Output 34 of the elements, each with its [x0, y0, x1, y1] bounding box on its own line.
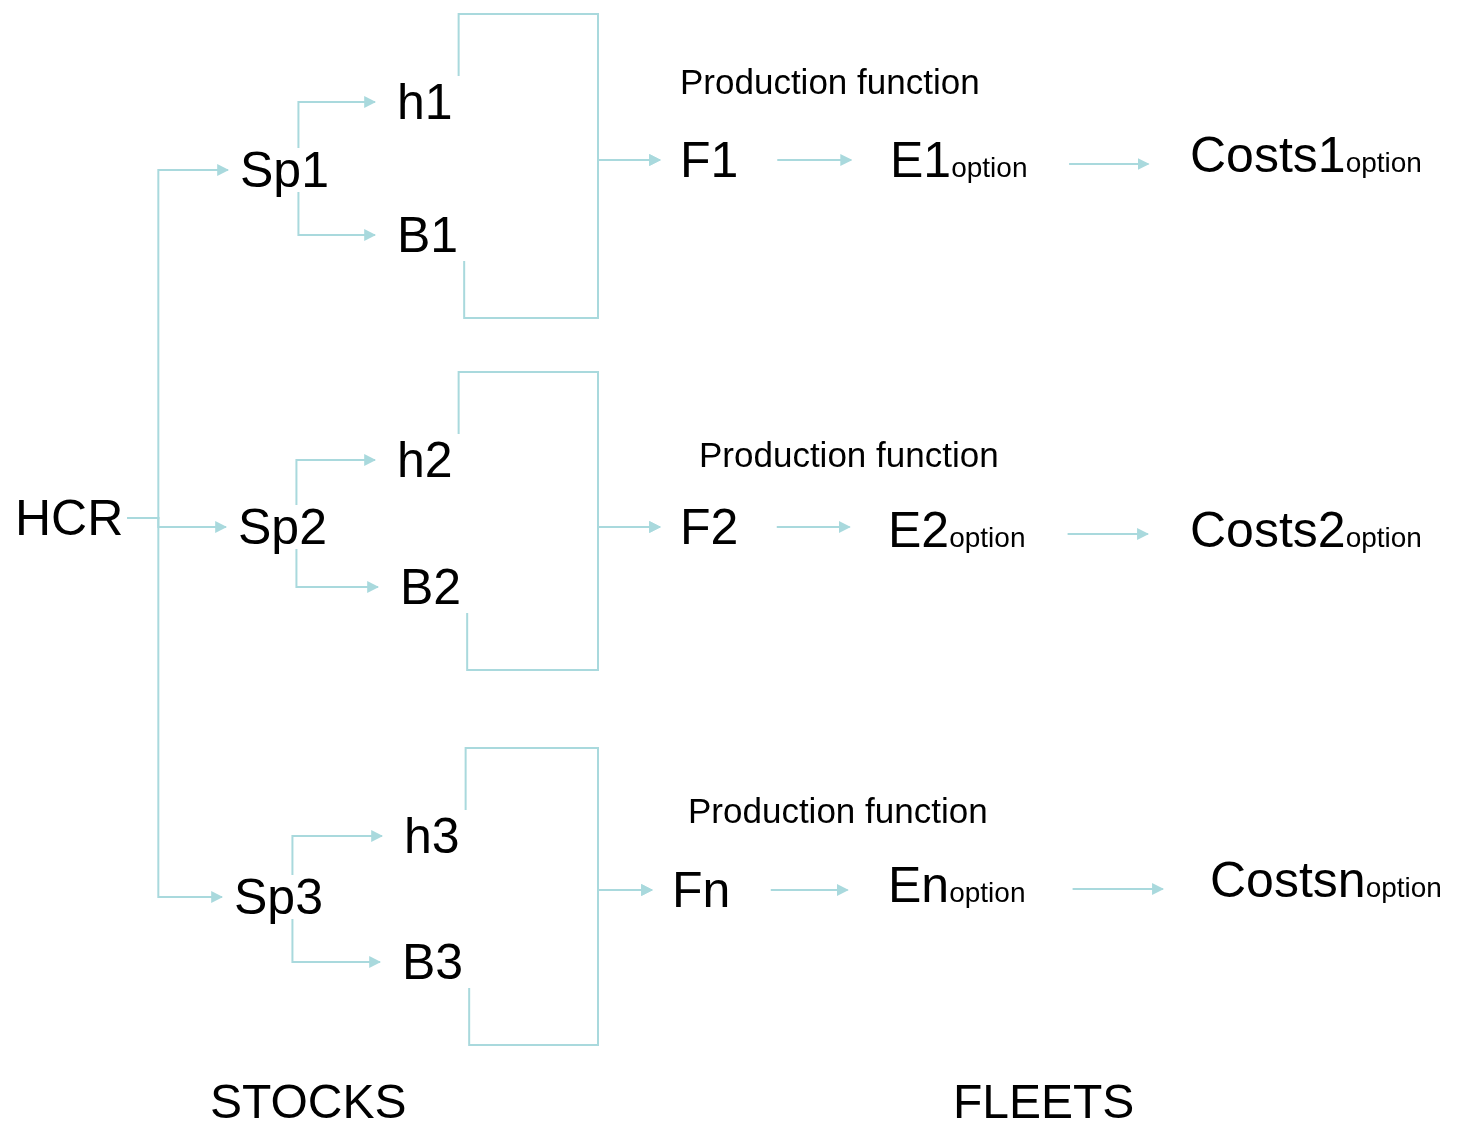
section-label: FLEETS [953, 1074, 1135, 1125]
node-label: h3 [402, 808, 462, 864]
node-label: Sp1 [238, 142, 331, 198]
arrow [776, 154, 853, 166]
arrow [297, 96, 377, 149]
arrow [468, 884, 654, 1046]
node-label: F2 [678, 499, 741, 555]
arrow [297, 191, 377, 241]
node-label: Sp3 [232, 869, 325, 925]
arrow [1068, 158, 1150, 170]
node-label: F1 [678, 132, 741, 188]
arrow [1071, 883, 1165, 895]
node-label: h2 [395, 432, 455, 488]
arrow [1066, 528, 1150, 540]
arrow [466, 521, 662, 671]
arrow [775, 521, 851, 533]
node-label: B3 [400, 934, 466, 990]
arrow [463, 154, 662, 319]
node-label: Sp2 [236, 499, 329, 555]
arrow [291, 830, 384, 876]
arrow [769, 884, 849, 896]
node-label: B1 [395, 207, 461, 263]
arrow [126, 517, 224, 903]
section-label: STOCKS [210, 1074, 407, 1125]
node-label: h1 [395, 74, 455, 130]
arrow [295, 454, 377, 506]
node-label: Fn [670, 862, 733, 918]
annotation-label: Production function [699, 435, 999, 476]
node-label: HCR [13, 490, 126, 546]
arrow [295, 548, 380, 593]
annotation-label: Production function [688, 791, 988, 832]
node-label: B2 [398, 559, 464, 615]
annotation-label: Production function [680, 62, 980, 103]
arrow [291, 918, 382, 968]
